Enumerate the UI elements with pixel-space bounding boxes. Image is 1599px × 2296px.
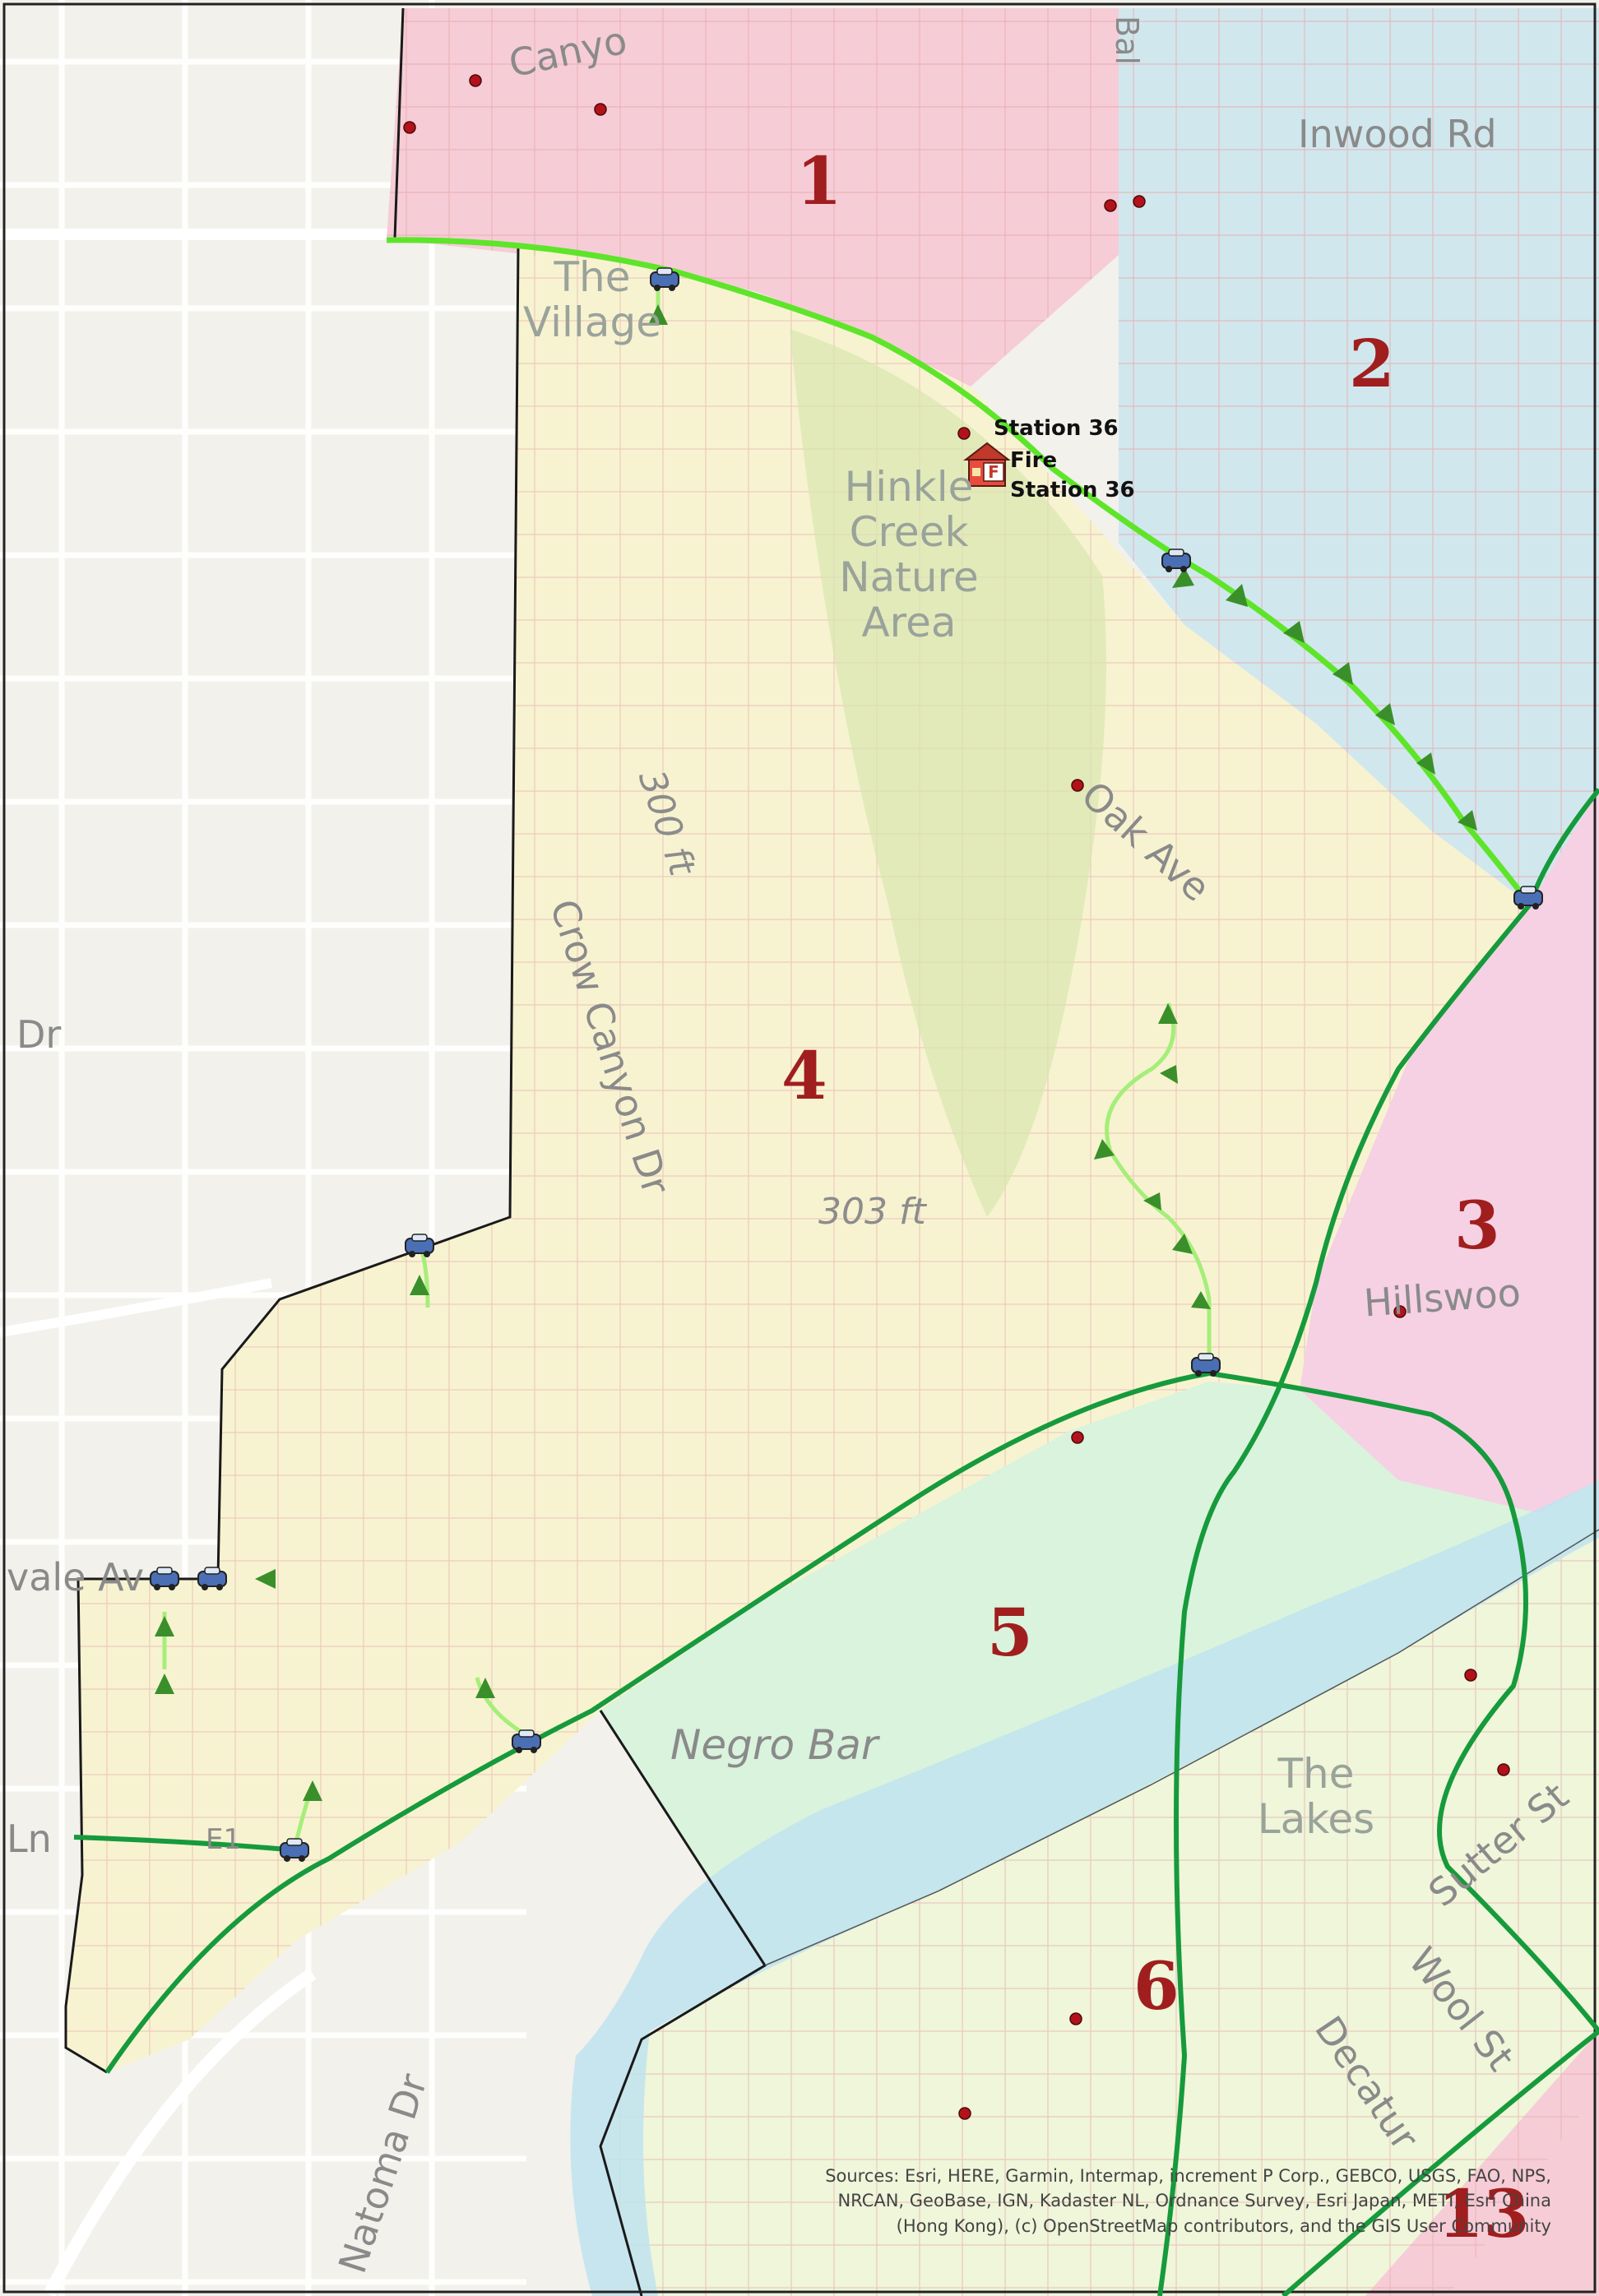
district-6-streets [600,1530,1599,2296]
police-car-icon[interactable] [650,267,679,291]
police-car-icon[interactable] [150,1567,179,1590]
police-car-icon[interactable] [1161,549,1191,572]
route-southeast[interactable] [1282,2029,1599,2296]
patrol-route-secondary[interactable] [1105,1002,1212,1365]
police-car-icon[interactable] [405,1234,434,1257]
fire-station-icon[interactable]: F [963,442,1011,487]
patrol-route-secondary[interactable] [475,1677,528,1738]
boundary-line [393,7,405,239]
district-3-area[interactable] [1300,789,1599,1513]
police-car-icon[interactable] [197,1567,227,1590]
basemap-road [43,1968,317,2296]
boundary-line [599,1710,767,2296]
map-attribution: Sources: Esri, HERE, Garmin, Intermap, i… [825,2165,1551,2236]
boundary-line [64,246,520,2074]
nature-area [790,329,1106,1217]
svg-text:F: F [988,462,999,482]
direction-arrow-icon [155,304,1477,1801]
route-main-north-south[interactable] [1157,788,1599,2296]
district-4-streets [66,247,1530,2072]
district-1-streets [387,8,1119,387]
district-2-streets [1119,8,1599,905]
boundary-line [764,1529,1599,1966]
basemap-road [0,1278,273,1337]
incident-point-icon[interactable] [403,74,1510,2120]
route-west-link[interactable] [73,1835,297,1853]
route-river-crossing[interactable] [104,1370,1599,2074]
police-car-icon[interactable] [1191,1353,1221,1377]
police-car-icon[interactable] [280,1838,309,1862]
police-car-icon[interactable] [1513,886,1543,910]
police-car-icon[interactable] [512,1729,541,1753]
river [570,1480,1599,2296]
